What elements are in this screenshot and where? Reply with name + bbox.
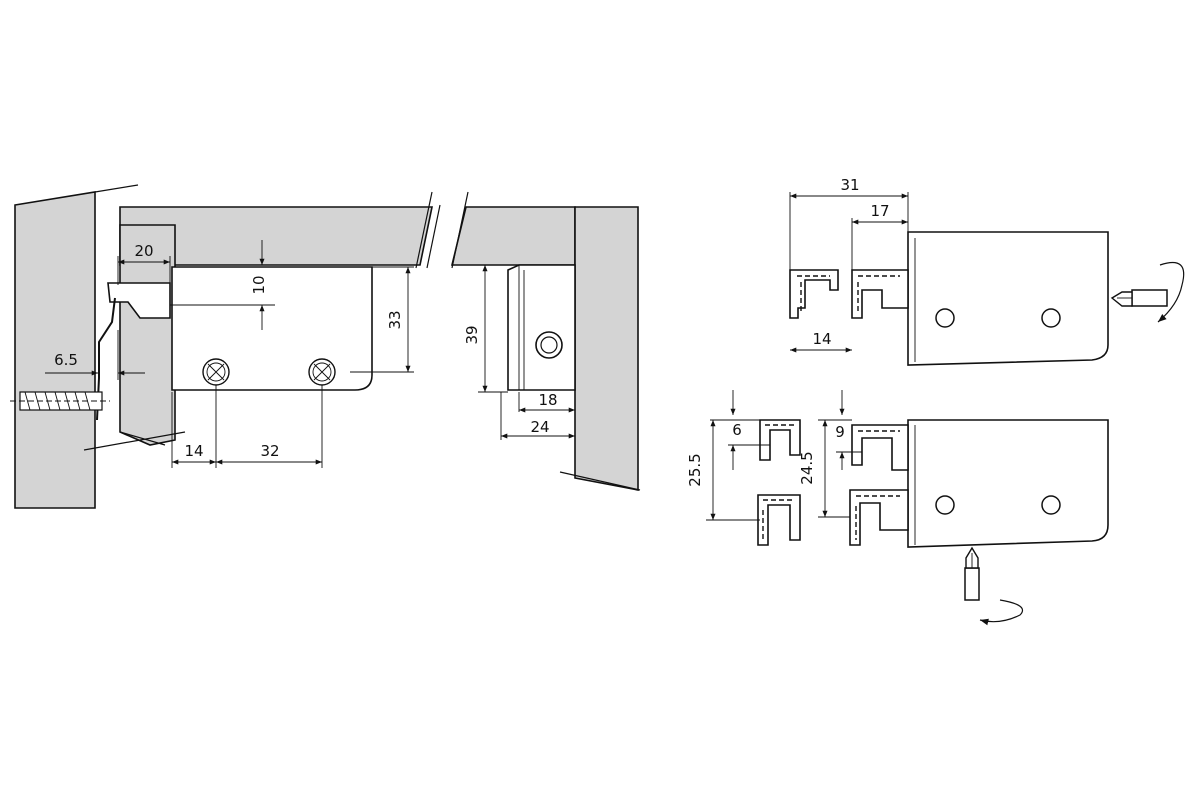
bottom-detail: 6 25.5 9 24.5 (686, 390, 1109, 626)
dim-17: 17 (870, 202, 889, 220)
dim-14-detail: 14 (812, 330, 831, 348)
dim-39: 39 (463, 325, 481, 344)
dim-32: 32 (260, 442, 279, 460)
dim-6-5: 6.5 (54, 351, 78, 369)
dim-9: 9 (835, 423, 845, 441)
wall-panel (14, 191, 96, 509)
hook-profile-3 (759, 419, 801, 461)
dim-31: 31 (840, 176, 859, 194)
cabinet-side-panel (119, 224, 176, 446)
dim-14: 14 (184, 442, 203, 460)
front-view: 39 18 24 (450, 191, 641, 491)
hanger-hook (107, 282, 171, 319)
bracket-body-top (907, 231, 1109, 366)
hook-profile-2 (851, 269, 909, 319)
dim-18: 18 (538, 391, 557, 409)
rotation-arrow-bottom-icon (979, 599, 1024, 626)
cabinet-side-panel-right (574, 206, 639, 491)
bracket-front (507, 264, 576, 391)
dim-20: 20 (134, 242, 153, 260)
mounting-plate (171, 266, 373, 391)
screw-2 (308, 358, 336, 386)
hook-profile-6 (849, 489, 909, 546)
cabinet-top-panel-right (450, 206, 576, 266)
bracket-body-bottom (907, 419, 1109, 548)
dim-24: 24 (530, 418, 549, 436)
top-detail: 31 17 14 (789, 176, 1185, 366)
wall-anchor (10, 391, 110, 411)
side-view: 20 10 33 6.5 14 32 (10, 184, 441, 509)
screw-1 (202, 358, 230, 386)
dim-10: 10 (250, 275, 268, 294)
adjustment-screw (535, 331, 563, 359)
screwdriver-horizontal-icon (1110, 289, 1168, 307)
dim-6: 6 (732, 421, 742, 439)
dim-33: 33 (386, 310, 404, 329)
hook-profile-5 (851, 424, 909, 471)
rotation-arrow-right-icon (1157, 261, 1185, 323)
hook-profile-4 (757, 494, 801, 546)
screwdriver-vertical-icon (964, 546, 980, 601)
hook-profile-1 (789, 269, 839, 319)
dim-25-5: 25.5 (686, 453, 704, 486)
dim-24-5: 24.5 (798, 451, 816, 484)
